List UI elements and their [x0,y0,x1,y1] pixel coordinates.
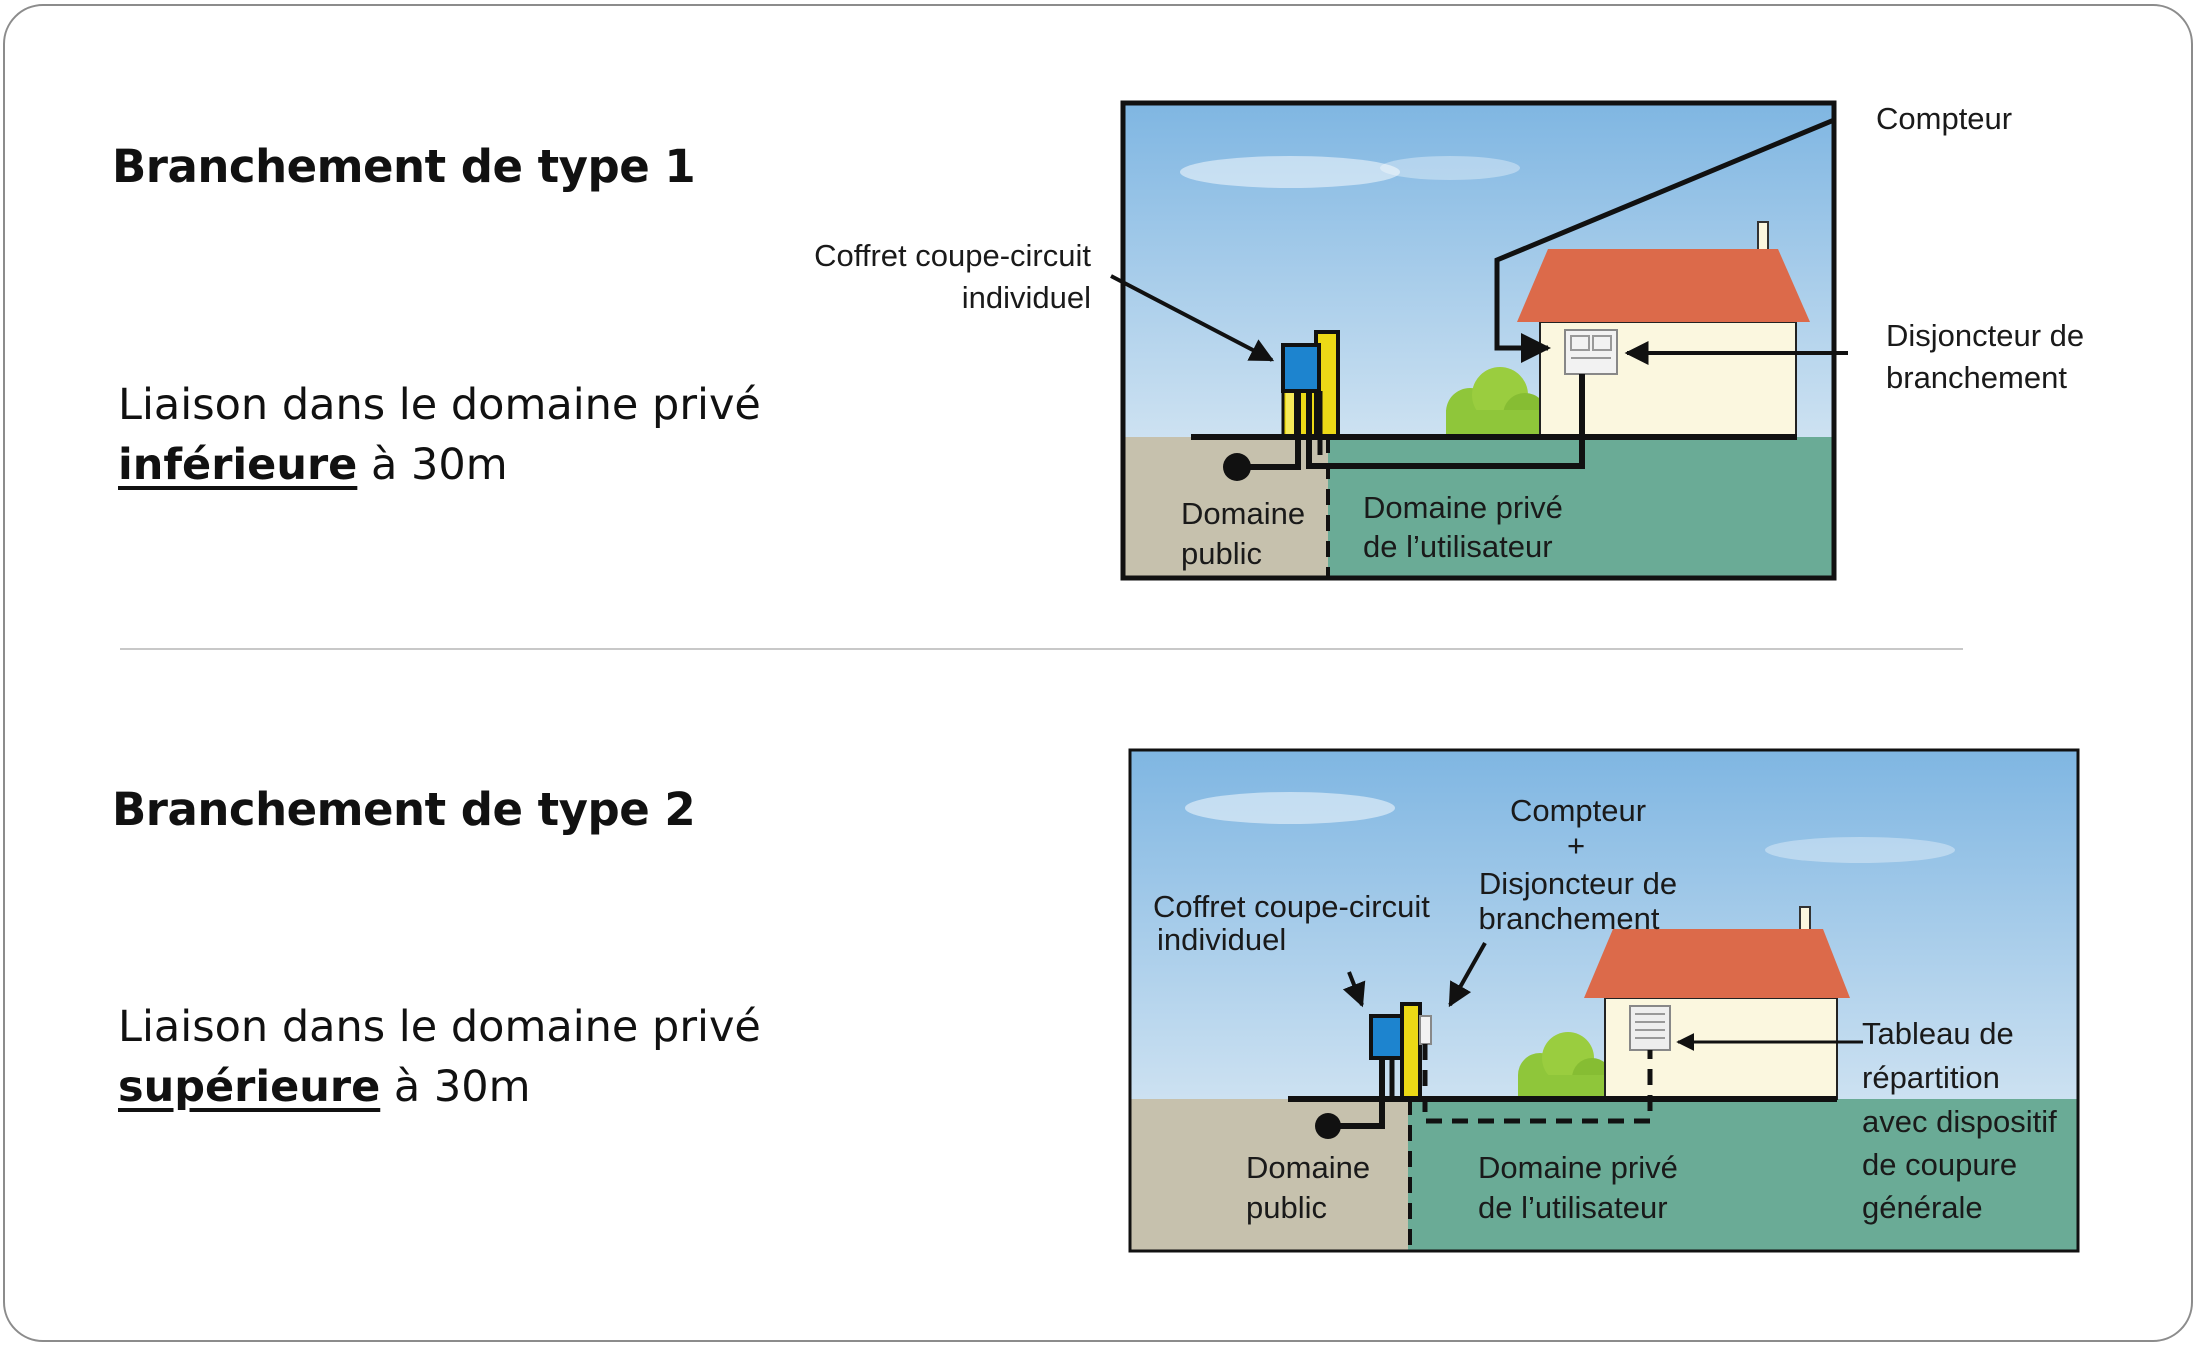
d2-cable-private [1422,1044,1653,1124]
d1-label-public-2: public [1181,536,1262,571]
section2-desc-rest: à 30m [380,1062,531,1112]
d1-network-node [1223,453,1251,481]
section2-description: Liaison dans le domaine privé supérieure… [118,997,761,1117]
d2-cable-public [1328,1058,1385,1129]
d2-tableau-panel [1629,1005,1671,1051]
section2-desc-line1: Liaison dans le domaine privé [118,1002,761,1052]
d1-label-prive-1: Domaine privé [1363,490,1563,525]
d1-cable-public [1237,391,1301,470]
d2-network-node [1315,1113,1341,1139]
section2-desc-line2: supérieure à 30m [118,1057,761,1117]
d2-label-coffret-1: Coffret coupe-circuit [1153,889,1430,924]
section1-description: Liaison dans le domaine privé inférieure… [118,375,761,495]
d2-label-compteur: Compteur [1510,793,1646,828]
d1-coffret-blue [1281,343,1321,393]
d2-cloud [1185,792,1395,824]
d1-disjoncteur-panel [1564,329,1618,375]
section-divider [120,648,1963,650]
d2-label-prive-2: de l’utilisateur [1478,1190,1668,1225]
d2-label-tableau-4: de coupure [1862,1147,2017,1182]
d2-label-public-2: public [1246,1190,1327,1225]
section2-title: Branchement de type 2 [112,783,696,836]
d2-coffret-arrow [1342,971,1366,1008]
section1-desc-line2: inférieure à 30m [118,435,761,495]
d2-label-disjoncteur-1: Disjoncteur de [1479,866,1677,901]
d1-coffret-arrow [1110,274,1275,362]
d1-label-coffret-1: Coffret coupe-circuit [814,238,1091,273]
d2-coffret-yellow [1400,1002,1422,1101]
d2-label-disjoncteur-2: branchement [1479,901,1660,936]
d2-cloud-2 [1765,837,1955,863]
d1-bush [1446,367,1547,437]
d2-label-prive-1: Domaine privé [1478,1150,1678,1185]
d2-frame [1128,748,2080,1253]
d2-label-tableau-5: générale [1862,1190,1983,1225]
d1-compteur-leader [1494,117,1835,363]
section1-desc-rest: à 30m [357,440,508,490]
d1-cable-private [1306,374,1585,469]
d2-coffret-blue [1369,1014,1404,1060]
d2-label-tableau-1: Tableau de [1862,1016,2014,1051]
d2-label-coffret-2: individuel [1157,922,1286,957]
d1-label-disjoncteur-1: Disjoncteur de [1886,318,2084,353]
d1-label-disjoncteur-2: branchement [1886,360,2067,395]
section1-title: Branchement de type 1 [112,140,696,193]
d1-label-compteur: Compteur [1876,101,2012,136]
d2-label-public-1: Domaine [1246,1150,1370,1185]
section1-desc-line1: Liaison dans le domaine privé [118,380,761,430]
d1-cloud [1180,156,1400,188]
d1-cloud-2 [1380,156,1520,180]
d2-private-ground [1408,1099,2078,1251]
d1-frame [1120,100,1837,581]
d2-compteur-arrow [1448,942,1487,1008]
d1-label-prive-2: de l’utilisateur [1363,529,1553,564]
d1-label-coffret-2: individuel [962,280,1091,315]
d2-compteur-box [1419,1015,1432,1045]
d2-label-tableau-2: répartition [1862,1060,2000,1095]
section1-desc-emphasis: inférieure [118,440,358,490]
d2-bush [1518,1032,1612,1099]
d1-label-public-1: Domaine [1181,496,1305,531]
section2-desc-emphasis: supérieure [118,1062,381,1112]
d2-label-tableau-3: avec dispositif [1862,1104,2057,1139]
d2-label-plus: + [1567,828,1585,863]
